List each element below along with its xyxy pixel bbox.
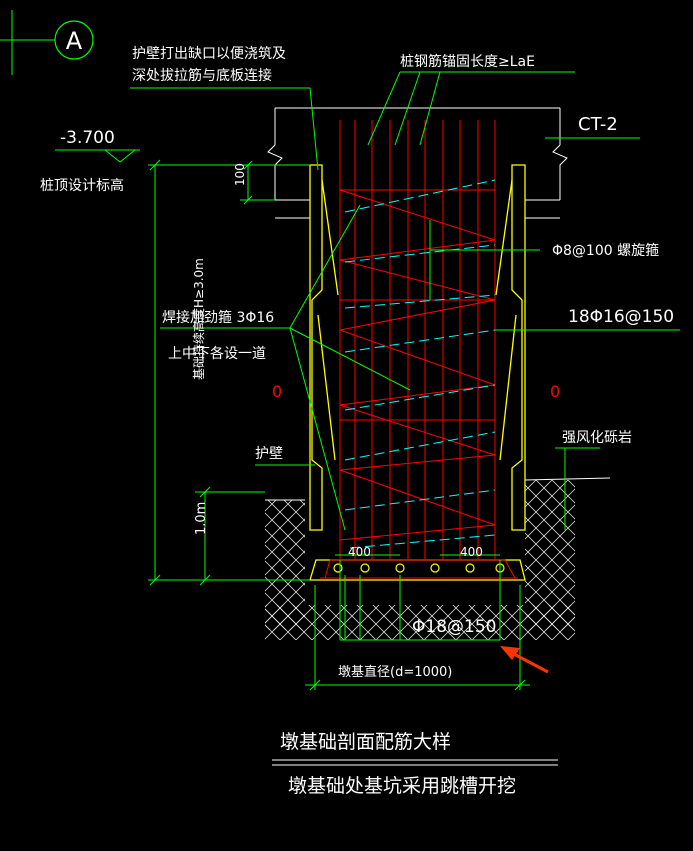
dim-100-label: 100 [233,163,247,186]
cap-outline [267,107,568,219]
axis-bubble: A [0,10,94,75]
pointer-arrow [500,646,549,674]
rebar-cage [320,120,518,579]
wall-notch-label-2: 深处拔拉筋与底板连接 [132,67,272,84]
pile-top-label: 桩顶设计标高 [40,177,124,194]
zero-left-label: 0 [272,382,282,401]
anchor-length-label: 桩钢筋锚固长度≥LaE [400,53,535,70]
wall-label: 护壁 [255,446,283,462]
rock-label: 强风化砾岩 [562,430,632,446]
zero-right-label: 0 [550,382,560,401]
title-underlines [272,759,558,766]
welded-stirrup-note: 上中下各设一道 [168,346,266,362]
elevation-label: -3.700 [60,128,115,148]
drawing-title: 墩基础剖面配筋大样 [280,731,451,753]
welded-stirrup-label: 焊接加劲箍 3Φ16 [162,309,274,326]
bottom-bars-label: Φ18@150 [412,617,496,637]
labels: 护壁打出缺口以便浇筑及 深处拔拉筋与底板连接 桩钢筋锚固长度≥LaE CT-2 … [40,45,674,797]
dimension-lines [55,71,680,691]
dim-400-right: 400 [460,545,483,559]
diameter-label: 墩基直径(d=1000) [338,665,452,680]
soil-hatch [265,477,611,640]
spiral-tie-marks [344,179,496,549]
cap-ref-label: CT-2 [578,114,618,135]
axis-bubble-label: A [66,27,83,55]
drawing-subtitle: 墩基础处基坑采用跳槽开挖 [288,775,516,797]
embed-label: 1.0m [194,502,209,535]
bottom-bar-dots [333,563,505,573]
pier-wall [309,164,526,581]
main-bars-label: 18Φ16@150 [568,307,674,327]
spiral-stirrup-label: Φ8@100 螺旋箍 [552,242,659,259]
depth-label: 基础持续高度H≥3.0m [191,258,206,380]
wall-notch-label-1: 护壁打出缺口以便浇筑及 [132,45,286,62]
dim-400-left: 400 [348,545,371,559]
